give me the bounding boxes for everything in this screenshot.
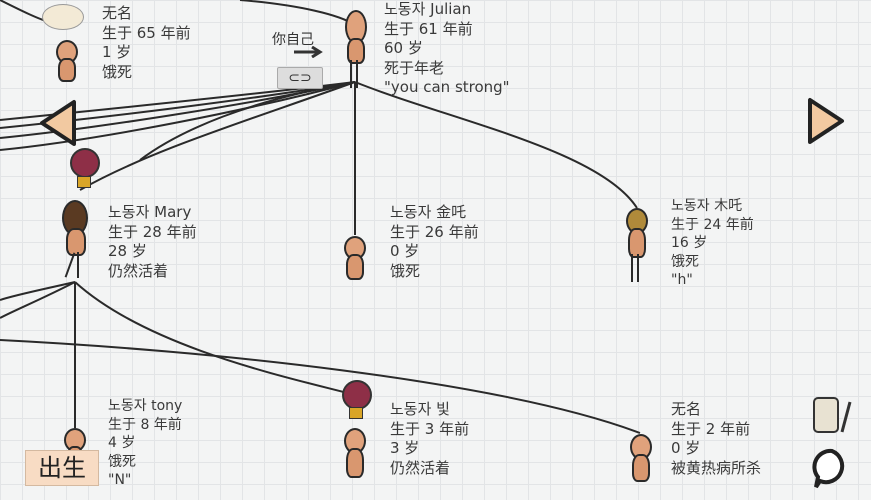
lineage-line <box>79 81 356 191</box>
link-icon: ⊂⊃ <box>288 70 312 86</box>
speech-bubble-icon <box>812 448 845 489</box>
lineage-line <box>0 81 356 151</box>
scroll-note-button[interactable] <box>808 392 852 442</box>
chat-button[interactable] <box>812 447 852 495</box>
basket-icon <box>77 176 91 188</box>
lineage-line <box>239 0 356 26</box>
lineage-line <box>354 81 638 209</box>
lineage-line <box>139 81 356 161</box>
gear-thought-icon <box>42 4 84 30</box>
lineage-line <box>0 281 76 319</box>
basket-icon <box>349 407 363 419</box>
arrow-right-icon <box>294 46 323 58</box>
link-button[interactable]: ⊂⊃ <box>277 67 323 89</box>
lineage-line <box>0 339 641 434</box>
you-label: 你自己 <box>272 32 314 48</box>
scroll-right-button[interactable] <box>806 96 846 150</box>
right-arrow-icon <box>808 98 844 144</box>
scroll-left-button[interactable] <box>38 98 78 152</box>
balloon-icon <box>70 148 100 178</box>
lineage-line <box>74 281 356 396</box>
left-arrow-icon <box>40 100 76 146</box>
scroll-quill-icon <box>813 397 852 433</box>
lineage-line <box>0 281 76 301</box>
balloon-icon <box>342 380 372 410</box>
birth-button[interactable]: 出生 <box>25 450 99 486</box>
